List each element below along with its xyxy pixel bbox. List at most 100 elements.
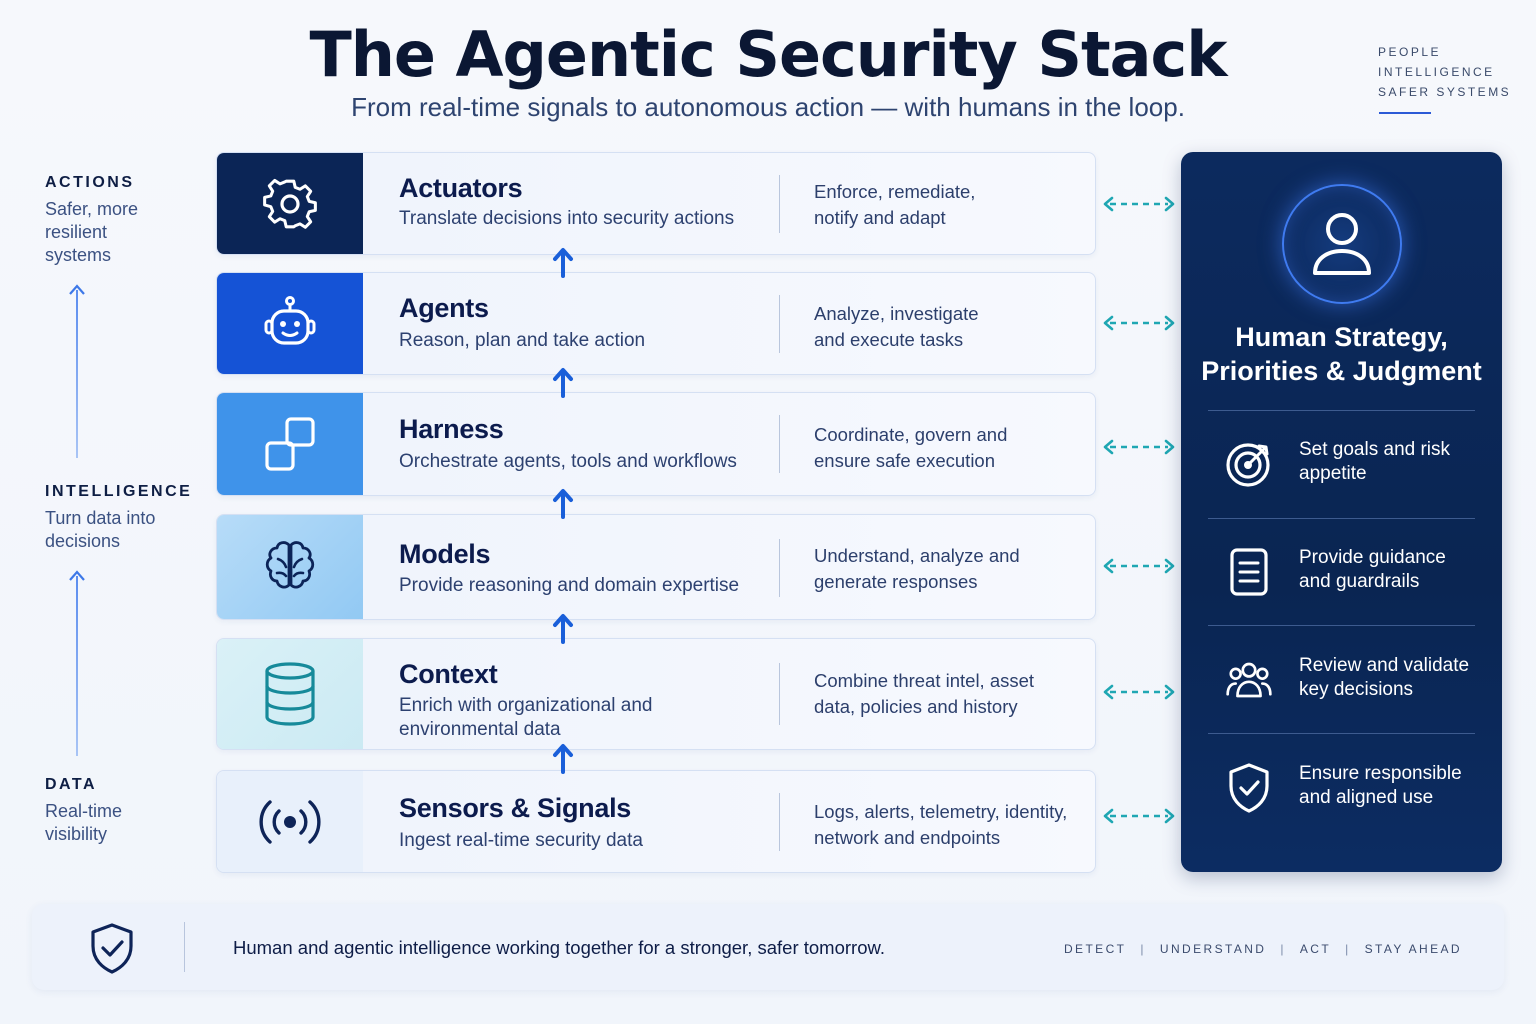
up-arrow-icon (553, 368, 573, 398)
axis-actions: ACTIONS Safer, more resilient systems (45, 174, 155, 267)
layer-agents: Agents Reason, plan and take action Anal… (216, 272, 1096, 375)
layer-models: Models Provide reasoning and domain expe… (216, 514, 1096, 620)
up-arrow-icon (553, 248, 573, 278)
divider (1208, 625, 1475, 626)
axis-desc: Turn data into decisions (45, 508, 156, 551)
panel-item-text: Review and validate key decisions (1299, 655, 1470, 700)
panel-item-text: Ensure responsible and aligned use (1299, 763, 1462, 808)
divider (779, 295, 780, 353)
squares-icon (265, 417, 315, 471)
layer-icon-box (217, 273, 363, 374)
bidirectional-arrow-icon (1103, 315, 1175, 331)
layer-icon-box (217, 639, 363, 749)
layer-name: Actuators (399, 173, 523, 203)
layer-subtitle: Provide reasoning and domain expertise (399, 575, 740, 596)
tagline-word: INTELLIGENCE (1378, 65, 1495, 79)
layer-detail: Understand, analyze and generate respons… (814, 545, 1020, 592)
bidirectional-arrow-icon (1103, 558, 1175, 574)
tagline: PEOPLE INTELLIGENCE SAFER SYSTEMS (1378, 42, 1528, 102)
layer-name: Context (399, 659, 498, 689)
layer-icon-box (217, 153, 363, 254)
tagline-rule (1379, 112, 1431, 114)
shield-check-icon (91, 923, 133, 974)
layer-detail: Analyze, investigate and execute tasks (814, 303, 979, 350)
divider (184, 922, 185, 972)
up-arrow-icon (553, 489, 573, 519)
axis-head: INTELLIGENCE (45, 483, 193, 500)
layer-subtitle: Orchestrate agents, tools and workflows (399, 451, 737, 472)
divider (1208, 410, 1475, 411)
axis-desc: Real-time visibility (45, 801, 123, 844)
layer-icon-box (217, 771, 363, 872)
panel-item: Set goals and risk appetite (1181, 422, 1502, 502)
panel-item: Review and validate key decisions (1181, 638, 1502, 718)
layer-sensors: Sensors & Signals Ingest real-time secur… (216, 770, 1096, 873)
keyword: DETECT (1063, 942, 1127, 956)
keyword: UNDERSTAND (1159, 942, 1267, 956)
footer-keywords: DETECT | UNDERSTAND | ACT | STAY AHEAD (1063, 942, 1462, 956)
up-arrow-icon (553, 744, 573, 774)
bidirectional-arrow-icon (1103, 684, 1175, 700)
keyword: ACT (1299, 942, 1332, 956)
layer-detail: Combine threat intel, asset data, polici… (814, 670, 1035, 717)
axis-head: DATA (45, 776, 98, 793)
panel-title: Human Strategy, Priorities & Judgment (1201, 322, 1482, 386)
document-icon (1225, 548, 1273, 596)
divider (779, 539, 780, 597)
bidirectional-arrow-icon (1103, 196, 1175, 212)
layer-detail: Coordinate, govern and ensure safe execu… (814, 424, 1008, 471)
layer-harness: Harness Orchestrate agents, tools and wo… (216, 392, 1096, 496)
user-icon (1313, 213, 1371, 275)
panel-item: Provide guidance and guardrails (1181, 530, 1502, 610)
layer-subtitle: Ingest real-time security data (399, 830, 643, 851)
page-title: The Agentic Security Stack (309, 18, 1227, 91)
shield-check-icon (1225, 763, 1273, 813)
axis-desc: Safer, more resilient systems (45, 199, 139, 265)
divider (779, 793, 780, 851)
divider (1208, 518, 1475, 519)
layer-context: Context Enrich with organizational and e… (216, 638, 1096, 750)
panel-item-text: Provide guidance and guardrails (1299, 547, 1446, 592)
broadcast-icon (259, 799, 321, 844)
human-panel: Human Strategy, Priorities & Judgment Se… (1181, 152, 1502, 872)
people-icon (1225, 656, 1273, 704)
divider (779, 175, 780, 233)
bidirectional-arrow-icon (1103, 808, 1175, 824)
axis-arrow-icon (69, 284, 85, 295)
tagline-word: PEOPLE (1378, 45, 1442, 59)
layer-name: Models (399, 539, 491, 569)
page-subtitle: From real-time signals to autonomous act… (351, 92, 1185, 122)
layer-subtitle: Translate decisions into security action… (399, 208, 735, 229)
axis-arrow-icon (69, 570, 85, 581)
database-icon (265, 662, 315, 726)
tagline-word: SAFER SYSTEMS (1378, 85, 1512, 99)
up-arrow-icon (553, 614, 573, 644)
axis-line (76, 576, 78, 756)
panel-item: Ensure responsible and aligned use (1181, 746, 1502, 826)
robot-icon (264, 295, 316, 345)
divider (779, 663, 780, 725)
target-icon (1225, 440, 1273, 488)
axis-intelligence: INTELLIGENCE Turn data into decisions (45, 483, 192, 553)
layer-icon-box (217, 393, 363, 495)
gear-icon (263, 178, 317, 229)
brain-icon (265, 541, 315, 589)
layer-name: Sensors & Signals (399, 793, 631, 823)
footer-text: Human and agentic intelligence working t… (233, 937, 885, 958)
keyword: STAY AHEAD (1364, 942, 1462, 956)
layer-name: Harness (399, 414, 504, 444)
layer-subtitle: Reason, plan and take action (399, 330, 646, 351)
divider (1208, 733, 1475, 734)
axis-head: ACTIONS (45, 174, 135, 191)
avatar (1282, 184, 1402, 304)
footer-bar: Human and agentic intelligence working t… (32, 904, 1504, 990)
layer-detail: Logs, alerts, telemetry, identity, netwo… (814, 801, 1068, 848)
bidirectional-arrow-icon (1103, 439, 1175, 455)
axis-data: DATA Real-time visibility (45, 776, 135, 846)
layer-subtitle: Enrich with organizational and environme… (399, 695, 653, 740)
layer-detail: Enforce, remediate, notify and adapt (814, 181, 976, 228)
layer-name: Agents (399, 293, 489, 323)
layer-actuators: Actuators Translate decisions into secur… (216, 152, 1096, 255)
layer-icon-box (217, 515, 363, 619)
divider (779, 415, 780, 473)
